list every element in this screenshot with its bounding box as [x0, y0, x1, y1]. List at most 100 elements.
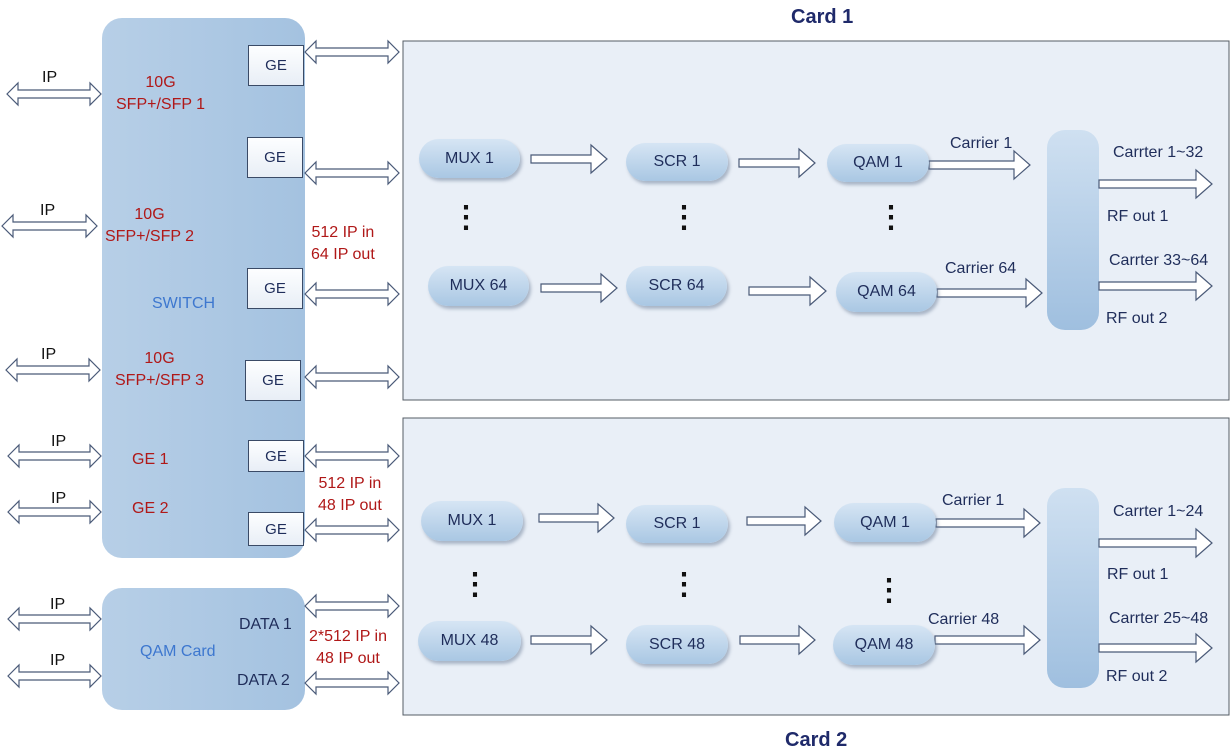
switch-label: SWITCH — [152, 295, 216, 312]
ge-port-box-6: GE — [248, 512, 304, 546]
signal-flow-arrow — [935, 507, 1041, 539]
ip-label-2: IP — [40, 202, 56, 219]
card1-qam-1: QAM 1 — [827, 144, 929, 182]
port-link-arrow — [304, 39, 400, 65]
ip-link-arrow — [7, 663, 102, 689]
port-link-arrow — [304, 593, 400, 619]
card2-carrier-1: Carrier 1 — [942, 492, 1005, 509]
switch-port-ge1: GE 1 — [132, 451, 169, 468]
io-in: 512 IP in — [318, 475, 382, 492]
port-speed: 10G — [134, 206, 165, 223]
card2-rf-out-2: RF out 2 — [1106, 668, 1168, 685]
signal-flow-arrow — [530, 143, 608, 175]
io-in: 2*512 IP in — [309, 628, 387, 645]
port-link-arrow — [304, 281, 400, 307]
card1-rf-out-1: RF out 1 — [1107, 208, 1169, 225]
ip-link-arrow — [6, 81, 102, 107]
io-out: 48 IP out — [316, 650, 380, 667]
port-type: SFP+/SFP 2 — [105, 228, 195, 245]
card1-mux-1: MUX 1 — [419, 139, 520, 178]
card2-title: Card 2 — [785, 729, 848, 751]
ip-link-arrow — [5, 357, 101, 383]
port-link-arrow — [304, 160, 400, 186]
signal-flow-arrow — [540, 272, 618, 304]
card2-mux-1: MUX 1 — [421, 501, 523, 541]
port-link-arrow — [304, 364, 400, 390]
card1-qam-64: QAM 64 — [836, 272, 937, 312]
ip-link-arrow — [7, 443, 102, 469]
ge-port-box-4: GE — [245, 360, 301, 401]
card1-scr-64: SCR 64 — [626, 266, 727, 306]
signal-flow-arrow — [748, 275, 827, 307]
signal-flow-arrow — [928, 149, 1031, 181]
card1-qam-ellipsis: ⋮ — [876, 201, 906, 234]
card2-mux-48: MUX 48 — [418, 621, 521, 661]
card1-rf-range-2: Carrter 33~64 — [1109, 252, 1209, 269]
card1-panel — [402, 40, 1230, 401]
ge-port-box-1: GE — [248, 45, 304, 86]
qam-card-data1: DATA 1 — [239, 616, 292, 633]
ip-link-arrow — [7, 606, 102, 632]
qam-card-data2: DATA 2 — [237, 672, 290, 689]
signal-flow-arrow — [1098, 270, 1213, 302]
ip-link-arrow — [7, 499, 102, 525]
signal-flow-arrow — [738, 147, 816, 179]
qam-card-io-label: 2*512 IP in 48 IP out — [309, 626, 387, 670]
card1-mux-64: MUX 64 — [428, 266, 529, 306]
ge-port-box-2: GE — [247, 137, 303, 178]
port-link-arrow — [304, 670, 400, 696]
ge-port-box-5: GE — [248, 440, 304, 472]
switch-port-sfp2: 10G SFP+/SFP 2 — [105, 204, 194, 248]
card1-carrier-1: Carrier 1 — [950, 135, 1013, 152]
card2-scr-ellipsis: ⋮ — [669, 568, 699, 601]
card2-scr-1: SCR 1 — [626, 505, 728, 543]
card2-rf-out-1: RF out 1 — [1107, 566, 1169, 583]
card2-qam-ellipsis: ⋮ — [874, 574, 904, 607]
card2-rf-range-2: Carrter 25~48 — [1109, 610, 1209, 627]
signal-flow-arrow — [746, 505, 822, 537]
ip-label-5: IP — [51, 490, 67, 507]
ip-label-3: IP — [41, 346, 57, 363]
port-link-arrow — [304, 517, 400, 543]
card2-scr-48: SCR 48 — [626, 625, 728, 664]
qam-card-label: QAM Card — [140, 643, 216, 660]
card1-scr-ellipsis: ⋮ — [669, 201, 699, 234]
card2-io-label: 512 IP in 48 IP out — [318, 473, 382, 517]
io-in: 512 IP in — [311, 224, 375, 241]
port-speed: 10G — [145, 74, 176, 91]
port-speed: 10G — [144, 350, 175, 367]
ge-port-box-3: GE — [247, 268, 303, 309]
port-link-arrow — [304, 443, 400, 469]
switch-port-sfp1: 10G SFP+/SFP 1 — [116, 72, 205, 116]
card1-title: Card 1 — [791, 6, 854, 28]
qam-card-block — [102, 588, 305, 710]
ip-link-arrow — [1, 213, 98, 239]
signal-flow-arrow — [739, 624, 816, 656]
signal-flow-arrow — [530, 624, 608, 656]
ip-label-6: IP — [50, 596, 66, 613]
card1-rf-out-2: RF out 2 — [1106, 310, 1168, 327]
signal-flow-arrow — [1098, 168, 1213, 200]
card1-carrier-64: Carrier 64 — [945, 260, 1017, 277]
signal-flow-arrow — [934, 624, 1041, 656]
io-out: 64 IP out — [311, 246, 375, 263]
signal-flow-arrow — [1098, 632, 1213, 664]
switch-port-sfp3: 10G SFP+/SFP 3 — [115, 348, 204, 392]
card2-rf-combiner — [1047, 488, 1099, 688]
io-out: 48 IP out — [318, 497, 382, 514]
ip-label-4: IP — [51, 433, 67, 450]
card1-io-label: 512 IP in 64 IP out — [311, 222, 375, 266]
card1-mux-ellipsis: ⋮ — [451, 201, 481, 234]
signal-flow-arrow — [538, 502, 615, 534]
card1-scr-1: SCR 1 — [626, 143, 728, 181]
card2-qam-1: QAM 1 — [834, 503, 936, 542]
signal-flow-arrow — [936, 277, 1043, 309]
ip-label-1: IP — [42, 69, 58, 86]
card2-qam-48: QAM 48 — [833, 625, 935, 665]
card2-mux-ellipsis: ⋮ — [460, 568, 490, 601]
port-type: SFP+/SFP 3 — [115, 372, 205, 389]
card1-rf-combiner — [1047, 130, 1099, 330]
card2-carrier-48: Carrier 48 — [928, 611, 1000, 628]
card1-rf-range-1: Carrter 1~32 — [1113, 144, 1204, 161]
